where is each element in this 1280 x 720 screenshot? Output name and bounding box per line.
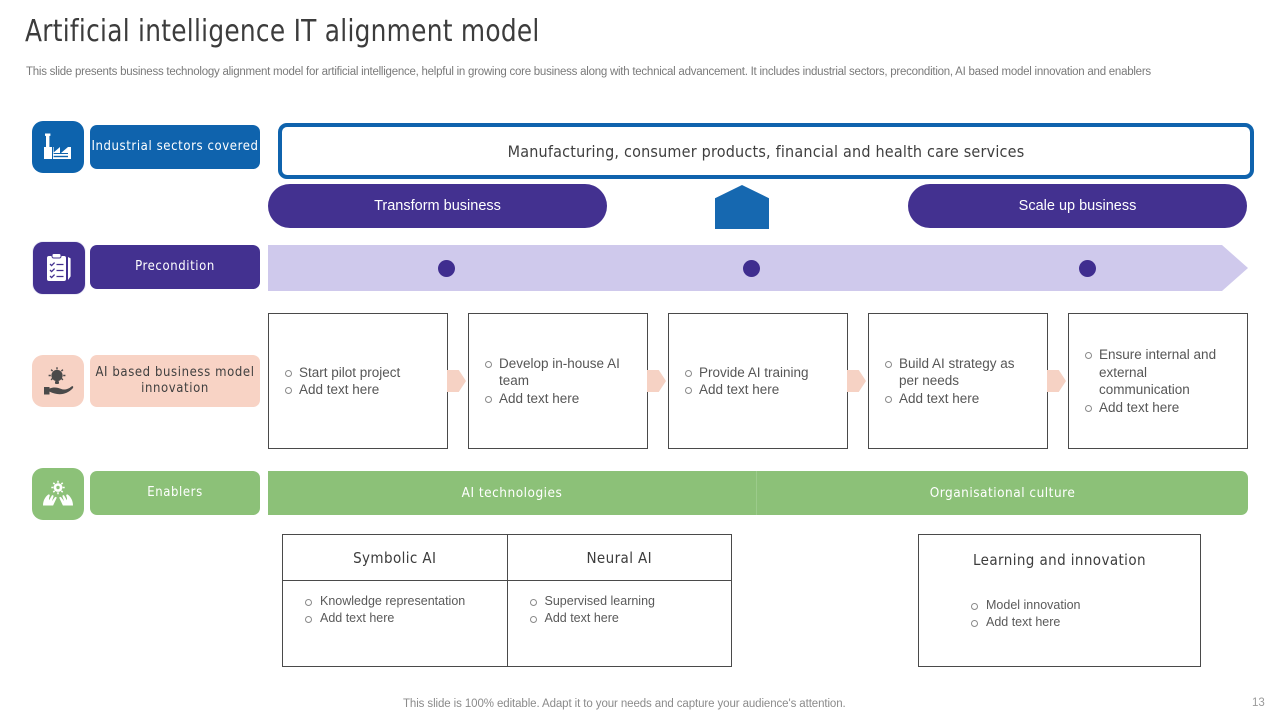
page-subtitle: This slide presents business technology … [26, 66, 1151, 78]
list-item: Add text here [285, 381, 400, 399]
list-item: Add text here [1085, 399, 1237, 417]
enablers-label: Enablers [90, 471, 260, 515]
page-title: Artificial intelligence IT alignment mod… [25, 14, 540, 49]
page-number: 13 [1252, 697, 1265, 709]
table-column-symbolic-ai: Symbolic AI Knowledge representation Add… [283, 535, 508, 666]
list-item: Add text here [305, 610, 499, 627]
precondition-dot-1 [438, 260, 455, 277]
precondition-dot-3 [1079, 260, 1096, 277]
footer-note: This slide is 100% editable. Adapt it to… [403, 698, 846, 710]
column-header: Symbolic AI [283, 535, 507, 581]
connector-arrow-1 [447, 370, 466, 392]
list-item: Add text here [685, 381, 809, 399]
enablers-bar: AI technologies Organisational culture [268, 471, 1248, 515]
factory-icon [32, 121, 84, 173]
column-header: Learning and innovation [973, 551, 1146, 569]
organisational-culture-table: Learning and innovation Model innovation… [918, 534, 1201, 667]
list-item: Model innovation [971, 597, 1192, 614]
industrial-sectors-value: Manufacturing, consumer products, financ… [278, 123, 1254, 179]
list-item: Add text here [885, 390, 1037, 408]
hand-lightbulb-icon [32, 355, 84, 407]
list-item: Add text here [971, 614, 1192, 631]
list-item: Build AI strategy as per needs [885, 355, 1037, 390]
scale-up-business-pill[interactable]: Scale up business [908, 184, 1247, 228]
innovation-card-2[interactable]: Develop in-house AI team Add text here [468, 313, 648, 449]
industrial-sectors-label: Industrial sectors covered [90, 125, 260, 169]
enablers-segment-organisational-culture: Organisational culture [929, 485, 1076, 501]
precondition-dot-2 [743, 260, 760, 277]
list-item: Add text here [529, 610, 724, 627]
list-item: Provide AI training [685, 364, 809, 382]
innovation-card-3[interactable]: Provide AI training Add text here [668, 313, 848, 449]
list-item: Ensure internal and external communicati… [1085, 346, 1237, 399]
table-column-neural-ai: Neural AI Supervised learning Add text h… [507, 535, 732, 666]
column-header: Neural AI [507, 535, 731, 581]
innovation-card-1[interactable]: Start pilot project Add text here [268, 313, 448, 449]
innovation-card-4[interactable]: Build AI strategy as per needs Add text … [868, 313, 1048, 449]
list-item: Add text here [485, 390, 637, 408]
column-body: Supervised learning Add text here [508, 581, 732, 626]
column-body: Knowledge representation Add text here [283, 581, 507, 626]
ai-innovation-label: AI based business model innovation [90, 355, 260, 407]
list-item: Develop in-house AI team [485, 355, 637, 390]
clipboard-checklist-icon [32, 241, 86, 295]
enablers-segment-ai-technologies: AI technologies [268, 471, 757, 515]
connector-arrow-2 [647, 370, 666, 392]
innovation-card-5[interactable]: Ensure internal and external communicati… [1068, 313, 1248, 449]
hands-gear-icon [32, 468, 84, 520]
ai-technologies-table: Symbolic AI Knowledge representation Add… [282, 534, 732, 667]
pentagon-marker [715, 185, 769, 229]
precondition-label: Precondition [90, 245, 260, 289]
column-body: Model innovation Add text here [919, 585, 1200, 630]
connector-arrow-4 [1047, 370, 1066, 392]
list-item: Supervised learning [529, 593, 724, 610]
transform-business-pill[interactable]: Transform business [268, 184, 607, 228]
list-item: Knowledge representation [305, 593, 499, 610]
list-item: Start pilot project [285, 364, 400, 382]
connector-arrow-3 [847, 370, 866, 392]
